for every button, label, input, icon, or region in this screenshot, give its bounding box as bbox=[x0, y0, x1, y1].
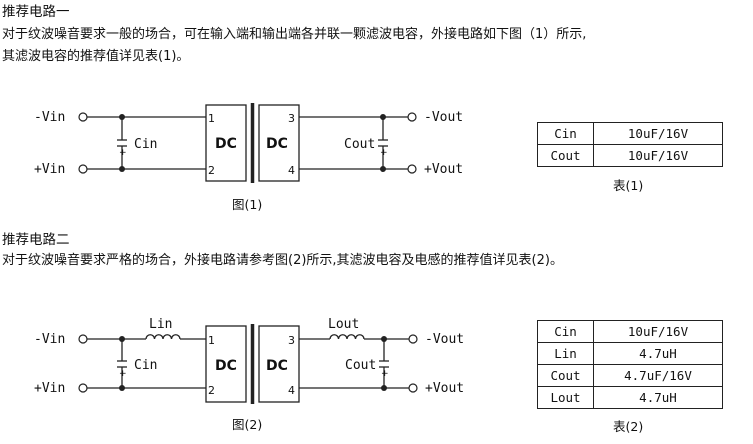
dc-label-left-2: DC bbox=[215, 358, 237, 374]
terminal-vout-pos-2 bbox=[408, 383, 418, 393]
table-2: Cin 10uF/16V Lin 4.7uH Cout 4.7uF/16V Lo… bbox=[537, 320, 723, 409]
label-vout-neg: -Vout bbox=[424, 110, 463, 125]
table-cell-name: Cin bbox=[537, 122, 594, 145]
label-lout: Lout bbox=[328, 317, 359, 332]
section2-heading: 推荐电路二 bbox=[2, 232, 70, 248]
inductor-lin bbox=[145, 334, 181, 340]
table-row: Lin 4.7uH bbox=[537, 342, 723, 365]
table1-caption: 表(1) bbox=[613, 178, 644, 193]
terminal-vin-neg-2 bbox=[78, 334, 88, 344]
pin-3: 3 bbox=[288, 112, 295, 125]
table-cell-name: Lout bbox=[537, 386, 594, 409]
pin-1-2: 1 bbox=[208, 334, 215, 347]
table2-caption: 表(2) bbox=[613, 419, 644, 434]
terminal-vout-neg bbox=[407, 112, 417, 122]
pin-2-2: 2 bbox=[208, 384, 215, 397]
table-cell-value: 10uF/16V bbox=[593, 320, 723, 343]
dc-converter-left-box bbox=[205, 104, 247, 182]
figure1-caption: 图(1) bbox=[232, 197, 263, 212]
pin-1: 1 bbox=[208, 112, 215, 125]
table-row: Cin 10uF/16V bbox=[537, 320, 723, 343]
label-vin-neg: -Vin bbox=[34, 110, 65, 125]
cap-plus-cin-2: + bbox=[119, 369, 127, 379]
terminal-vin-neg bbox=[78, 112, 88, 122]
dc-label-left: DC bbox=[215, 136, 237, 152]
pin-4: 4 bbox=[288, 164, 295, 177]
pin-2: 2 bbox=[208, 164, 215, 177]
table-row: Cout 10uF/16V bbox=[537, 144, 723, 167]
section1-heading: 推荐电路一 bbox=[2, 4, 70, 20]
label-vin-pos-2: +Vin bbox=[34, 381, 65, 396]
table-cell-value: 4.7uF/16V bbox=[593, 364, 723, 387]
label-vin-pos: +Vin bbox=[34, 162, 65, 177]
label-vout-pos-2: +Vout bbox=[425, 381, 464, 396]
terminal-vin-pos bbox=[78, 164, 88, 174]
label-vout-pos: +Vout bbox=[424, 162, 463, 177]
label-cout-2: Cout bbox=[345, 358, 376, 373]
table-cell-name: Cin bbox=[537, 320, 594, 343]
figure2-caption: 图(2) bbox=[232, 417, 263, 432]
cap-plus-cout-2: + bbox=[381, 369, 389, 379]
table-1: Cin 10uF/16V Cout 10uF/16V bbox=[537, 122, 723, 167]
label-lin: Lin bbox=[149, 317, 172, 332]
pin-3-2: 3 bbox=[288, 334, 295, 347]
table-cell-name: Cout bbox=[537, 364, 594, 387]
terminal-vout-pos bbox=[407, 164, 417, 174]
dc-label-right-2: DC bbox=[266, 358, 288, 374]
label-cin: Cin bbox=[134, 137, 157, 152]
table-cell-value: 4.7uH bbox=[593, 386, 723, 409]
terminal-vout-neg-2 bbox=[408, 334, 418, 344]
inductor-lout bbox=[329, 334, 365, 340]
dc-converter-right-box bbox=[258, 104, 300, 182]
section2-description-line1: 对于纹波噪音要求严格的场合，外接电路请参考图(2)所示,其滤波电容及电感的推荐值… bbox=[2, 253, 563, 268]
table-cell-value: 4.7uH bbox=[593, 342, 723, 365]
dc-converter-left-box-2 bbox=[205, 325, 247, 403]
section1-description-line1: 对于纹波噪音要求一般的场合，可在输入端和输出端各并联一颗滤波电容，外接电路如下图… bbox=[2, 27, 587, 42]
pin-4-2: 4 bbox=[288, 384, 295, 397]
cap-plus-cout: + bbox=[380, 148, 388, 158]
dc-converter-right-box-2 bbox=[258, 325, 300, 403]
section1-description-line2: 其滤波电容的推荐值详见表(1)。 bbox=[2, 49, 190, 64]
table-cell-name: Lin bbox=[537, 342, 594, 365]
cap-plus-cin: + bbox=[119, 148, 127, 158]
table-row: Cout 4.7uF/16V bbox=[537, 364, 723, 387]
table-row: Lout 4.7uH bbox=[537, 386, 723, 409]
table-cell-value: 10uF/16V bbox=[593, 144, 723, 167]
table-row: Cin 10uF/16V bbox=[537, 122, 723, 145]
label-cin-2: Cin bbox=[134, 358, 157, 373]
terminal-vin-pos-2 bbox=[78, 383, 88, 393]
dc-label-right: DC bbox=[266, 136, 288, 152]
label-vout-neg-2: -Vout bbox=[425, 332, 464, 347]
label-vin-neg-2: -Vin bbox=[34, 332, 65, 347]
table-cell-name: Cout bbox=[537, 144, 594, 167]
table-cell-value: 10uF/16V bbox=[593, 122, 723, 145]
label-cout: Cout bbox=[344, 137, 375, 152]
